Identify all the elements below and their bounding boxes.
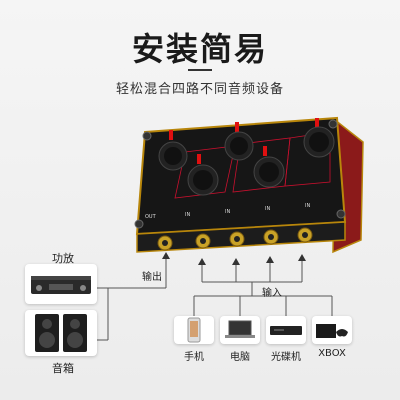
- speaker-card: [25, 310, 97, 356]
- laptop-icon: [225, 320, 255, 338]
- jack-out[interactable]: [157, 235, 173, 251]
- device-label-disc-player: 光碟机: [271, 352, 301, 363]
- knob-1[interactable]: [158, 130, 188, 171]
- port-label-in-3: IN: [265, 206, 270, 212]
- xbox-icon: [316, 324, 348, 338]
- amplifier-icon: [31, 276, 91, 294]
- port-label-out: OUT: [145, 214, 157, 220]
- jack-in-2[interactable]: [229, 231, 245, 247]
- jack-in-3[interactable]: [263, 229, 279, 245]
- phone-icon: [187, 317, 201, 343]
- disc-player-icon: [270, 326, 302, 335]
- title-underline: [188, 69, 212, 71]
- port-label-in-1: IN: [185, 212, 190, 218]
- laptop-card: [220, 316, 260, 344]
- speaker-icon: [35, 314, 87, 352]
- knob-4[interactable]: [187, 154, 219, 196]
- device-label-phone: 手机: [184, 352, 204, 363]
- device-label-xbox: XBOX: [318, 348, 346, 359]
- disc-player-card: [266, 316, 306, 344]
- knob-2[interactable]: [224, 122, 254, 161]
- amplifier-card: [25, 264, 97, 304]
- phone-card: [174, 316, 214, 344]
- input-label: 输入: [262, 288, 282, 299]
- amplifier-label: 功放: [52, 252, 74, 265]
- jack-in-4[interactable]: [297, 227, 313, 243]
- port-label-in-4: IN: [305, 203, 310, 209]
- jack-in-1[interactable]: [195, 233, 211, 249]
- output-label: 输出: [142, 272, 162, 283]
- port-label-in-2: IN: [225, 209, 230, 215]
- page-subtitle: 轻松混合四路不同音频设备: [115, 82, 284, 97]
- page-title: 安装简易: [131, 30, 268, 68]
- speaker-label: 音箱: [52, 362, 74, 375]
- knob-5[interactable]: [253, 146, 285, 188]
- knob-3[interactable]: [303, 118, 335, 158]
- mixer-device: OUT IN IN IN IN: [134, 116, 364, 254]
- xbox-card: [312, 316, 352, 344]
- device-label-laptop: 电脑: [230, 352, 250, 363]
